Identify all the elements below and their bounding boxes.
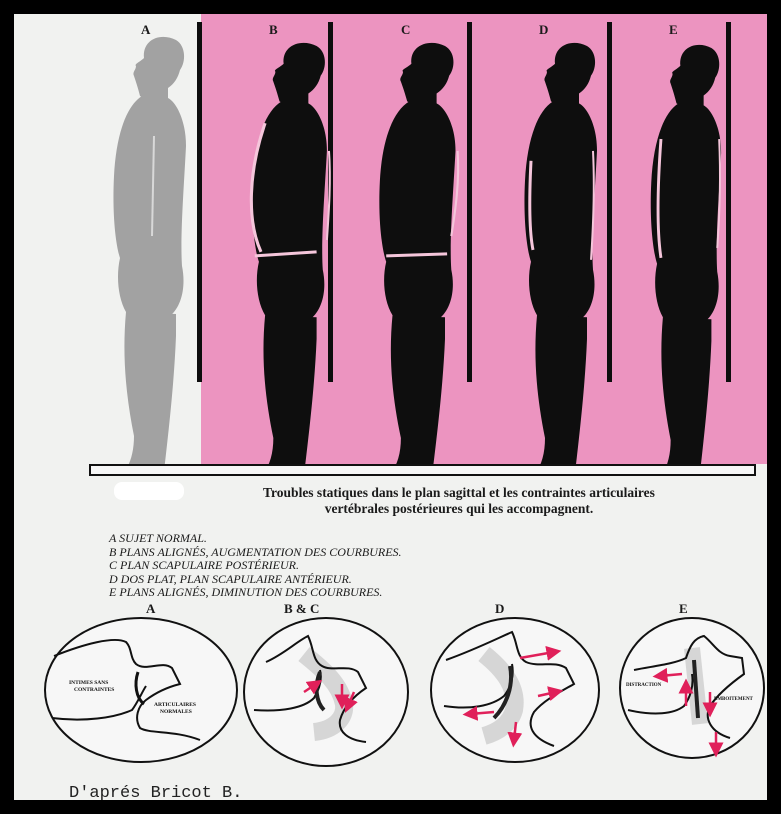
joint-detail-diagrams: INTIMES SANS CONTRAINTES ARTICULAIRES NO… [14, 614, 767, 774]
caption-line-2: vertébrales postérieures qui les accompa… [184, 501, 734, 517]
detail-e: DISTRACTION EMBOITEMENT [620, 618, 764, 758]
legend-item: C PLAN SCAPULAIRE POSTÉRIEUR. [109, 559, 402, 573]
detail-a: INTIMES SANS CONTRAINTES ARTICULAIRES NO… [45, 618, 237, 762]
detail-e-note-right: EMBOITEMENT [714, 697, 754, 702]
legend-item: B PLANS ALIGNÉS, AUGMENTATION DES COURBU… [109, 546, 402, 560]
detail-e-note-left: DISTRACTION [626, 683, 662, 688]
silhouette-b [251, 43, 329, 474]
caption-line-1: Troubles statiques dans le plan sagittal… [184, 485, 734, 501]
white-patch [114, 482, 184, 500]
silhouette-c [379, 43, 458, 474]
floor-bar [89, 464, 756, 476]
detail-a-note-right-1: ARTICULAIRES [154, 702, 196, 708]
detail-a-note-right-2: NORMALES [160, 709, 192, 715]
silhouette-a [113, 37, 186, 474]
posture-silhouettes [14, 14, 767, 474]
legend-item: D DOS PLAT, PLAN SCAPULAIRE ANTÉRIEUR. [109, 573, 402, 587]
legend-item: E PLANS ALIGNÉS, DIMINUTION DES COURBURE… [109, 586, 402, 600]
legend-item: A SUJET NORMAL. [109, 532, 402, 546]
legend: A SUJET NORMAL. B PLANS ALIGNÉS, AUGMENT… [109, 532, 402, 600]
detail-bc [244, 618, 408, 766]
detail-a-note-left-2: CONTRAINTES [74, 687, 114, 693]
detail-a-note-left-1: INTIMES SANS [69, 680, 108, 686]
figure-caption: Troubles statiques dans le plan sagittal… [184, 485, 734, 517]
page: A B C D E [14, 14, 767, 800]
credit-text: D'aprés Bricot B. [69, 784, 242, 800]
silhouette-e [651, 45, 721, 474]
silhouette-d [524, 43, 597, 474]
detail-d [431, 618, 599, 762]
